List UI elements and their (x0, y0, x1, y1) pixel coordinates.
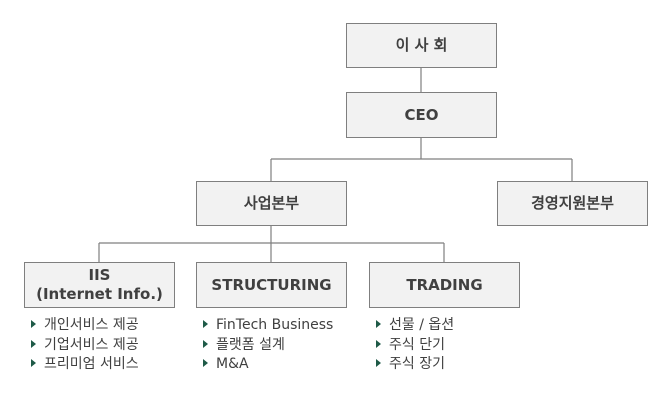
bullet-icon (203, 320, 208, 328)
management-support-box: 경영지원본부 (497, 181, 648, 226)
list-item: 기업서비스 제공 (31, 336, 139, 356)
iis-title: IIS (88, 266, 111, 284)
iis-team-box: IIS (Internet Info.) (24, 262, 175, 308)
list-item: 선물 / 옵션 (376, 316, 454, 336)
bullet-icon (376, 339, 381, 348)
board-box: 이 사 회 (346, 23, 497, 68)
structuring-items-list: FinTech Business 플랫폼 설계 M&A (203, 316, 333, 375)
list-item: 주식 단기 (376, 336, 454, 356)
bullet-icon (376, 359, 381, 367)
bullet-icon (31, 339, 36, 348)
trading-items-list: 선물 / 옵션 주식 단기 주식 장기 (376, 316, 454, 375)
business-division-box: 사업본부 (196, 181, 347, 226)
ceo-label: CEO (404, 105, 439, 124)
iis-subtitle: (Internet Info.) (36, 285, 163, 303)
list-item: 개인서비스 제공 (31, 316, 139, 336)
trading-team-box: TRADING (369, 262, 520, 308)
list-item: 주식 장기 (376, 355, 454, 375)
trading-title: TRADING (406, 275, 483, 294)
bullet-icon (203, 339, 208, 348)
board-label: 이 사 회 (395, 36, 448, 54)
list-item: M&A (203, 355, 333, 375)
iis-items-list: 개인서비스 제공 기업서비스 제공 프리미엄 서비스 (31, 316, 139, 375)
structuring-team-box: STRUCTURING (196, 262, 347, 308)
bullet-icon (31, 320, 36, 328)
bullet-icon (203, 359, 208, 367)
structuring-title: STRUCTURING (211, 275, 332, 294)
list-item: FinTech Business (203, 316, 333, 336)
management-support-label: 경영지원본부 (531, 194, 614, 212)
ceo-box: CEO (346, 92, 497, 138)
business-division-label: 사업본부 (243, 194, 300, 212)
list-item: 프리미엄 서비스 (31, 355, 139, 375)
bullet-icon (31, 359, 36, 367)
list-item: 플랫폼 설계 (203, 336, 333, 356)
bullet-icon (376, 320, 381, 328)
